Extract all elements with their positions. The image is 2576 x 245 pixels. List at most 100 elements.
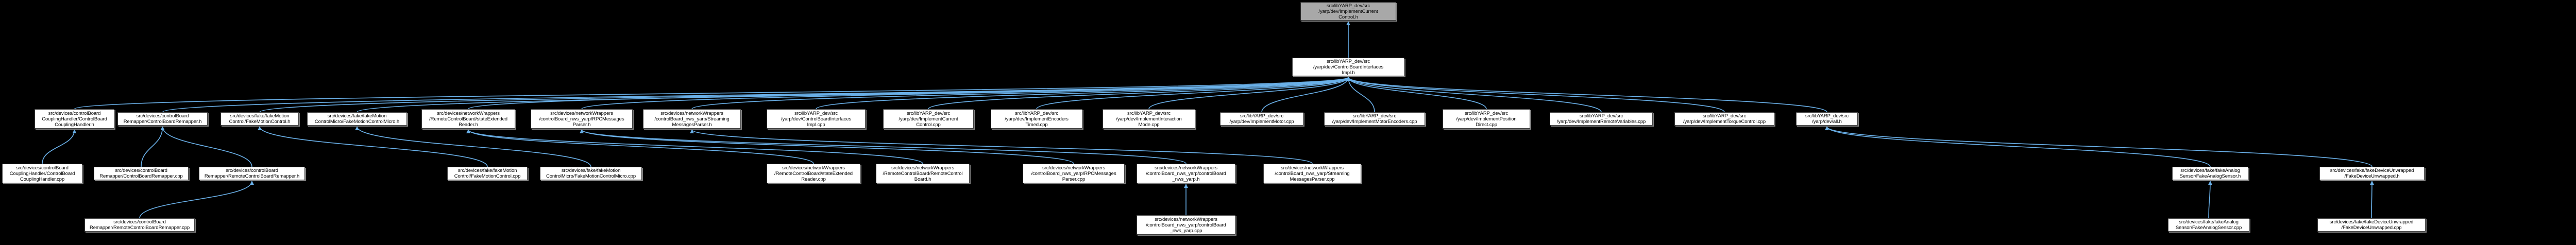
graph-edge	[690, 129, 1313, 164]
graph-node[interactable]: src/libYARP_dev/src /yarp/dev/all.h	[1796, 112, 1858, 126]
graph-node[interactable]: src/devices/fake/fakeMotion Control/Fake…	[447, 167, 528, 180]
graph-node-label: src/devices/networkWrappers /controlBoar…	[539, 110, 624, 128]
graph-node-label: src/devices/controlBoard Remapper/Contro…	[99, 168, 183, 179]
graph-node[interactable]: src/devices/fake/fakeAnalog Sensor/FakeA…	[2168, 218, 2249, 232]
graph-edge	[468, 77, 1350, 110]
graph-node-label: src/libYARP_dev/src /yarp/dev/ImplementM…	[1332, 113, 1417, 125]
graph-node[interactable]: src/libYARP_dev/src /yarp/dev/ImplementM…	[1324, 112, 1425, 126]
graph-node[interactable]: src/libYARP_dev/src /yarp/dev/ImplementP…	[1443, 109, 1530, 129]
graph-edge	[1825, 126, 2211, 167]
graph-node-label: src/devices/fake/fakeAnalog Sensor/FakeA…	[2179, 168, 2241, 179]
graph-edge	[2208, 181, 2212, 219]
graph-node[interactable]: src/devices/networkWrappers /controlBoar…	[643, 109, 741, 129]
graph-node-label: src/devices/fake/fakeAnalog Sensor/FakeA…	[2175, 219, 2242, 231]
graph-node-label: src/libYARP_dev/src /yarp/dev/all.h	[1805, 113, 1849, 125]
graph-edge	[357, 77, 1350, 113]
graph-edge	[355, 126, 591, 167]
graph-edge	[580, 129, 1187, 164]
graph-node-label: src/libYARP_dev/src /yarp/dev/ControlBoa…	[1313, 58, 1384, 76]
graph-node[interactable]: src/devices/fake/fakeAnalog Sensor/FakeA…	[2172, 167, 2248, 180]
graph-node-label: src/devices/networkWrappers /controlBoar…	[1146, 165, 1226, 182]
graph-node[interactable]: src/devices/networkWrappers /RemoteContr…	[876, 164, 970, 183]
graph-node-label: src/devices/fake/fakeMotion Control/Fake…	[454, 168, 521, 179]
graph-edge	[580, 129, 1074, 164]
graph-node-root[interactable]: src/libYARP_dev/src /yarp/dev/ImplementC…	[1300, 2, 1396, 21]
graph-node[interactable]: src/devices/fake/fakeMotion Control/Fake…	[221, 112, 299, 126]
graph-node-label: src/devices/controlBoard Remapper/Remote…	[89, 219, 190, 231]
graph-edge	[160, 126, 252, 167]
graph-node[interactable]: src/libYARP_dev/src /yarp/dev/ImplementI…	[1103, 109, 1195, 129]
graph-edge	[162, 77, 1350, 113]
graph-node-label: src/devices/networkWrappers /controlBoar…	[1146, 216, 1226, 234]
graph-node-label: src/libYARP_dev/src /yarp/dev/ImplementE…	[1005, 110, 1069, 128]
graph-node-label: src/devices/fake/fakeDeviceUnwrapped /Fa…	[2330, 168, 2414, 179]
graph-node[interactable]: src/devices/networkWrappers /controlBoar…	[1263, 164, 1361, 183]
graph-edge	[691, 77, 1350, 110]
graph-edge	[258, 126, 488, 167]
graph-edge	[816, 77, 1350, 110]
graph-node[interactable]: src/libYARP_dev/src /yarp/dev/ImplementE…	[991, 109, 1082, 129]
graph-node-label: src/libYARP_dev/src /yarp/dev/ImplementR…	[1556, 113, 1646, 125]
graph-node-label: src/devices/networkWrappers /controlBoar…	[654, 110, 730, 128]
graph-node[interactable]: src/devices/controlBoard Remapper/Contro…	[117, 112, 208, 126]
graph-node-label: src/devices/fake/fakeMotion ControlMicro…	[314, 113, 400, 125]
graph-edge	[1346, 77, 1487, 110]
graph-edge	[1261, 77, 1350, 113]
graph-edge	[1036, 77, 1350, 110]
graph-edge	[466, 129, 923, 164]
graph-node[interactable]: src/libYARP_dev/src /yarp/dev/ImplementM…	[1220, 112, 1303, 126]
graph-node[interactable]: src/devices/fake/fakeMotion ControlMicro…	[540, 167, 642, 180]
graph-edge	[1346, 77, 1375, 113]
graph-edge	[259, 77, 1350, 113]
graph-node-label: src/devices/controlBoard Remapper/Contro…	[123, 113, 202, 125]
graph-edge	[42, 129, 77, 164]
graph-node[interactable]: src/libYARP_dev/src /yarp/dev/ImplementR…	[1550, 112, 1653, 126]
graph-edge	[139, 181, 254, 219]
graph-edge	[466, 129, 814, 164]
graph-edge	[928, 77, 1350, 110]
graph-edge	[1346, 77, 1827, 113]
graph-node[interactable]: src/devices/controlBoard Remapper/Remote…	[199, 167, 305, 180]
graph-node-label: src/libYARP_dev/src /yarp/dev/ControlBoa…	[781, 110, 852, 128]
graph-node[interactable]: src/devices/controlBoard Remapper/Remote…	[84, 218, 195, 232]
graph-edge	[2369, 181, 2374, 219]
graph-node[interactable]: src/devices/fake/fakeDeviceUnwrapped /Fa…	[2319, 167, 2425, 180]
graph-node[interactable]: src/devices/controlBoard Remapper/Contro…	[94, 167, 189, 180]
graph-node[interactable]: src/libYARP_dev/src /yarp/dev/ControlBoa…	[1292, 58, 1404, 76]
graph-node[interactable]: src/devices/fake/fakeDeviceUnwrapped /Fa…	[2317, 218, 2426, 232]
graph-edge	[74, 77, 1350, 110]
graph-node-label: src/devices/networkWrappers /RemoteContr…	[429, 110, 507, 128]
graph-node-label: src/devices/fake/fakeMotion ControlMicro…	[546, 168, 636, 179]
graph-node-label: src/libYARP_dev/src /yarp/dev/ImplementM…	[1229, 113, 1294, 125]
graph-node-label: src/devices/controlBoard CouplingHandler…	[42, 110, 107, 128]
graph-edge	[1148, 77, 1350, 110]
graph-node-label: src/devices/controlBoard Remapper/Remote…	[204, 168, 300, 179]
graph-node-label: src/libYARP_dev/src /yarp/dev/ImplementT…	[1683, 113, 1766, 125]
graph-node-label: src/devices/fake/fakeMotion Control/Fake…	[229, 113, 291, 125]
graph-edge	[141, 126, 165, 167]
graph-node[interactable]: src/devices/networkWrappers /controlBoar…	[1023, 164, 1125, 183]
graph-node[interactable]: src/devices/networkWrappers /controlBoar…	[1137, 215, 1235, 235]
graph-node[interactable]: src/libYARP_dev/src /yarp/dev/ControlBoa…	[767, 109, 866, 129]
graph-node-label: src/devices/fake/fakeDeviceUnwrapped /Fa…	[2329, 219, 2414, 231]
graph-node[interactable]: src/devices/controlBoard CouplingHandler…	[35, 109, 114, 129]
graph-edge	[581, 77, 1350, 110]
graph-node-label: src/libYARP_dev/src /yarp/dev/ImplementC…	[899, 110, 958, 128]
graph-edge	[1346, 77, 1602, 113]
graph-node-label: src/libYARP_dev/src /yarp/dev/ImplementP…	[1456, 110, 1517, 128]
graph-node[interactable]: src/devices/controlBoard CouplingHandler…	[2, 164, 82, 183]
graph-node[interactable]: src/libYARP_dev/src /yarp/dev/ImplementC…	[883, 109, 974, 129]
graph-node[interactable]: src/libYARP_dev/src /yarp/dev/ImplementT…	[1674, 112, 1774, 126]
graph-node[interactable]: src/devices/fake/fakeMotion ControlMicro…	[307, 112, 407, 126]
graph-node-label: src/libYARP_dev/src /yarp/dev/ImplementI…	[1116, 110, 1182, 128]
graph-node[interactable]: src/devices/networkWrappers /controlBoar…	[1137, 164, 1235, 183]
graph-node[interactable]: src/devices/networkWrappers /RemoteContr…	[767, 164, 860, 183]
graph-node[interactable]: src/devices/networkWrappers /RemoteContr…	[421, 109, 515, 129]
graph-node[interactable]: src/devices/networkWrappers /controlBoar…	[531, 109, 633, 129]
graph-node-label: src/devices/controlBoard CouplingHandler…	[9, 165, 75, 182]
graph-node-label: src/devices/networkWrappers /controlBoar…	[1031, 165, 1116, 182]
graph-edge	[1346, 77, 1725, 113]
graph-node-label: src/libYARP_dev/src /yarp/dev/ImplementC…	[1318, 3, 1378, 20]
graph-edge	[1825, 126, 2372, 167]
